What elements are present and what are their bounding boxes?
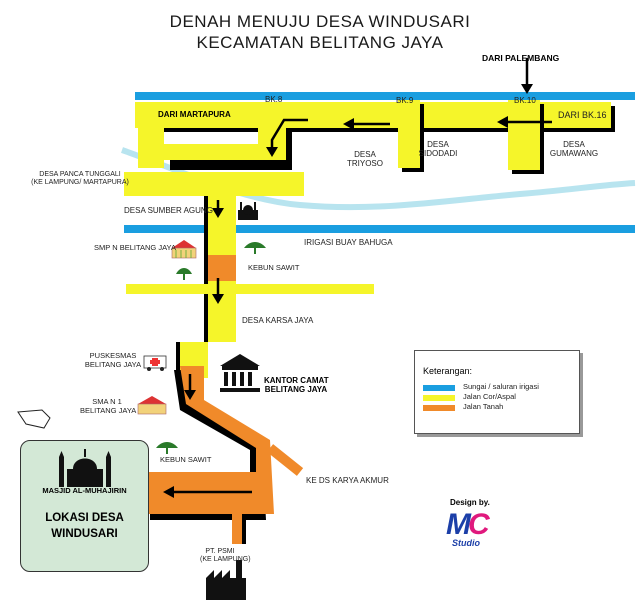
- school-icon-sman: [137, 396, 167, 415]
- label-pt-psmi: PT. PSMI(KE LAMPUNG): [200, 548, 251, 564]
- label-smpn-belitang-jaya: SMP N BELITANG JAYA: [94, 243, 176, 252]
- legend-swatch-dirt: [423, 405, 455, 411]
- mosque-icon-large: [59, 449, 111, 487]
- label-kebun-sawit-1: KEBUN SAWIT: [248, 263, 300, 272]
- palm-icon-1: [176, 268, 192, 280]
- dirt-roads: [146, 255, 304, 544]
- label-bk9: BK.9: [396, 96, 414, 105]
- palm-icon-2: [244, 242, 266, 254]
- credit-design-by: Design by.: [450, 498, 490, 507]
- legend-label-dirt: Jalan Tanah: [463, 402, 504, 411]
- legend-swatch-river: [423, 385, 455, 391]
- label-ke-ds-karya-akmur: KE DS KARYA AKMUR: [306, 476, 389, 485]
- legend-heading: Keterangan:: [423, 366, 473, 376]
- map-title-line2: KECAMATAN BELITANG JAYA: [196, 33, 444, 52]
- map-legend: Keterangan: Sungai / saluran irigasi Jal…: [414, 350, 580, 434]
- pointing-hand-icon: [17, 409, 51, 429]
- label-masjid-al-muhajirin: MASJID AL-MUHAJIRIN: [42, 486, 127, 495]
- paved-roads: [124, 100, 615, 382]
- label-desa-sumber-agung: DESA SUMBER AGUNG: [124, 206, 213, 215]
- legend-label-paved: Jalan Cor/Aspal: [463, 392, 516, 401]
- credit-studio: Studio: [452, 538, 480, 548]
- label-dari-martapura: DARI MARTAPURA: [158, 110, 231, 119]
- government-building-icon: [220, 354, 260, 392]
- map-title-line1: DENAH MENUJU DESA WINDUSARI: [169, 12, 471, 31]
- label-desa-panca-tunggali: DESA PANCA TUNGGALI(KE LAMPUNG/ MARTAPUR…: [31, 171, 129, 187]
- ambulance-icon: [143, 355, 167, 371]
- palm-icon-3: [156, 442, 178, 454]
- label-dari-palembang: DARI PALEMBANG: [482, 53, 560, 63]
- legend-swatch-paved: [423, 395, 455, 401]
- factory-icon: [206, 560, 246, 600]
- label-kebun-sawit-2: KEBUN SAWIT: [160, 455, 212, 464]
- legend-label-river: Sungai / saluran irigasi: [463, 382, 539, 391]
- label-irigasi-buay-bahuga: IRIGASI BUAY BAHUGA: [304, 238, 393, 247]
- route-arrows: [163, 58, 552, 498]
- school-icon-smpn: [171, 240, 197, 259]
- irrigation-buay-bahuga: [124, 225, 635, 233]
- label-bk10: BK.10: [514, 96, 536, 105]
- label-desa-karsa-jaya: DESA KARSA JAYA: [242, 316, 314, 325]
- river-top: [135, 92, 635, 100]
- credit-logo-mc: MC: [446, 508, 490, 541]
- label-bk8: BK.8: [265, 95, 283, 104]
- label-dari-bk16: DARI BK.16: [558, 110, 607, 120]
- mosque-icon-small: [238, 202, 258, 220]
